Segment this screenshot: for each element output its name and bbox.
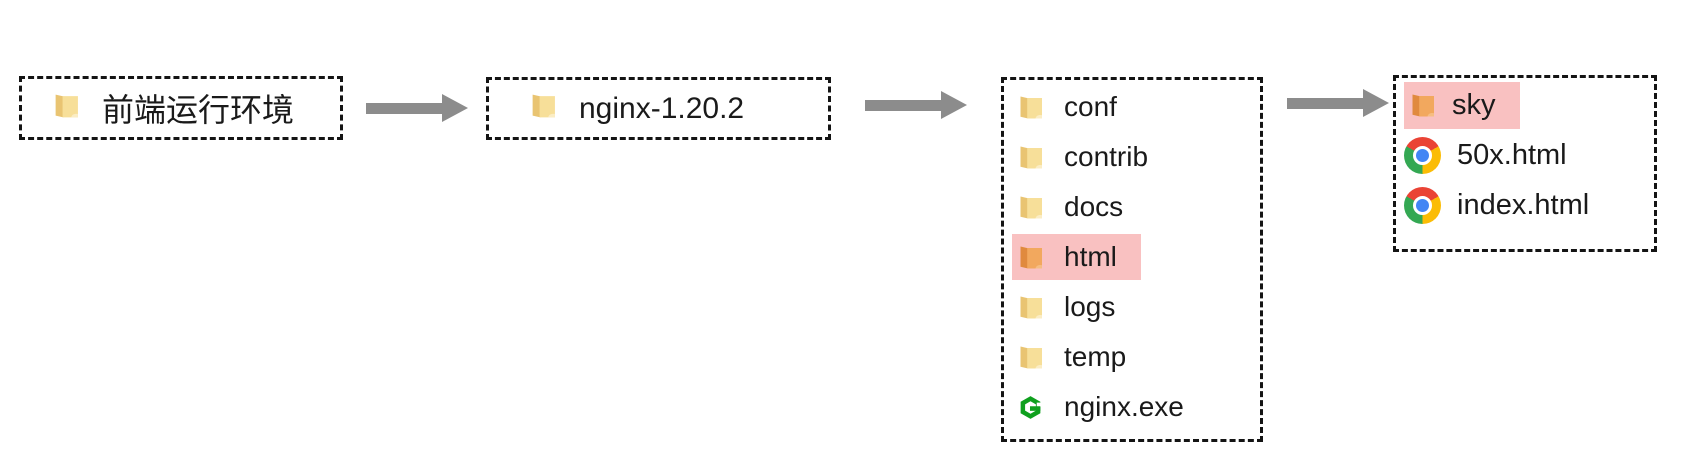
- item-label: temp: [1064, 341, 1127, 372]
- chrome-icon: [1404, 136, 1441, 174]
- item-label: index.html: [1457, 188, 1590, 221]
- list-item-nginx-exe: nginx.exe: [1004, 382, 1260, 432]
- item-label: html: [1064, 241, 1117, 272]
- list-item-sky: sky: [1396, 80, 1654, 130]
- box-nginx-root: nginx-1.20.2: [486, 77, 831, 140]
- item-label: contrib: [1064, 141, 1149, 172]
- folder-icon: [1017, 95, 1044, 120]
- arrow-right-icon: [366, 94, 468, 122]
- item-label: docs: [1064, 191, 1124, 222]
- highlight-pink: html: [1012, 234, 1141, 280]
- list-item-docs: docs: [1004, 182, 1260, 232]
- box-frontend-env: 前端运行环境: [19, 76, 343, 140]
- folder-icon: [1017, 195, 1044, 220]
- list-item-conf: conf: [1004, 82, 1260, 132]
- arrow-head: [442, 94, 468, 122]
- arrow-right-icon: [1287, 89, 1389, 117]
- folder-icon-highlighted: [1409, 93, 1436, 118]
- list-item-50x-html: 50x.html: [1396, 130, 1654, 180]
- box-html-contents: sky 50x.html index.html: [1393, 75, 1657, 252]
- folder-icon-highlighted: [1017, 245, 1044, 270]
- list-item-logs: logs: [1004, 282, 1260, 332]
- item-label: conf: [1064, 91, 1117, 122]
- box-nginx-contents: conf contrib docs: [1001, 77, 1263, 442]
- highlight-pink: sky: [1404, 81, 1520, 129]
- nginx-icon: [1017, 394, 1044, 421]
- list-item-temp: temp: [1004, 332, 1260, 382]
- chrome-icon: [1404, 186, 1441, 224]
- box-label: 前端运行环境: [102, 92, 295, 128]
- box-label: nginx-1.20.2: [579, 91, 745, 125]
- list-item-html: html: [1004, 232, 1260, 282]
- folder-icon: [529, 93, 557, 124]
- arrow-head: [941, 91, 967, 119]
- item-label: logs: [1064, 291, 1116, 322]
- folder-icon: [1017, 145, 1044, 170]
- folder-icon: [1017, 295, 1044, 320]
- list-item-index-html: index.html: [1396, 180, 1654, 230]
- arrow-shaft: [865, 99, 941, 111]
- item-label: sky: [1452, 88, 1496, 121]
- arrow-right-icon: [865, 91, 967, 119]
- folder-icon: [1017, 345, 1044, 370]
- item-label: nginx.exe: [1064, 391, 1184, 422]
- item-label: 50x.html: [1457, 138, 1567, 171]
- list-item-contrib: contrib: [1004, 132, 1260, 182]
- arrow-shaft: [1287, 97, 1363, 109]
- arrow-head: [1363, 89, 1389, 117]
- arrow-shaft: [366, 102, 442, 114]
- folder-icon: [52, 93, 80, 124]
